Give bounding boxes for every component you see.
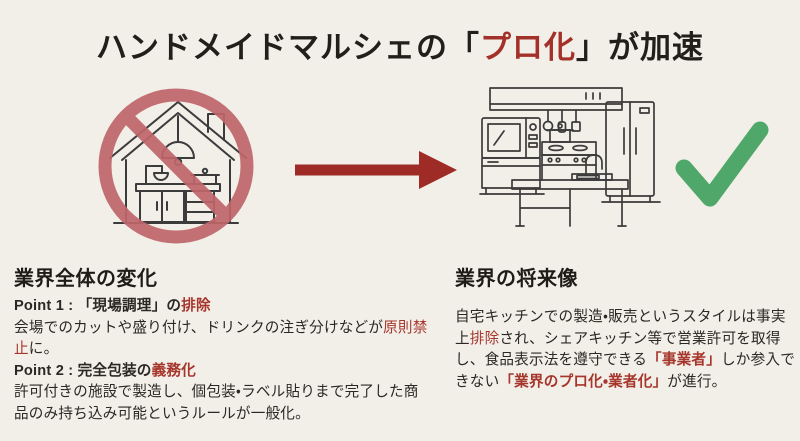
accent-text: 「業界のプロ化・業者化」 (499, 373, 668, 390)
section-industry-future: 業界の将来像 自宅キッチンでの製造・販売というスタイルは事実上排除され、シェアキ… (455, 262, 795, 393)
text-line: 自宅キッチンでの製造・販売というスタイルは事実上排除され、シェアキッチン等で営業… (455, 307, 795, 393)
plain-text: され、シェアキッチン等で営業許可を取得し、食品表示法を遵守できる (455, 330, 781, 369)
section-industry-changes: 業界全体の変化 Point 1 : 「現場調理」の排除会場でのカットや盛り付け、… (14, 262, 430, 425)
plain-text: Point 2 : 完全包装の (14, 362, 152, 379)
plain-text: が進行。 (667, 373, 727, 390)
plain-text: 許可付きの施設で製造し、個包装・ラベル貼りまで完了した商品のみ持ち込み可能という… (14, 384, 419, 422)
commercial-kitchen-icon (474, 84, 668, 250)
accent-text: 義務化 (151, 362, 196, 379)
plain-text: しか参入できない (455, 352, 795, 390)
right-section-body: 自宅キッチンでの製造・販売というスタイルは事実上排除され、シェアキッチン等で営業… (455, 307, 795, 393)
checkmark-icon (674, 118, 769, 213)
accent-text: 原則禁止 (14, 319, 428, 358)
left-section-heading: 業界全体の変化 (14, 268, 158, 290)
right-section-heading: 業界の将来像 (455, 268, 578, 290)
title-highlight: プロ化 (480, 30, 576, 65)
plain-text: 会場でのカットや盛り付け、ドリンクの注ぎ分けなどが (14, 319, 384, 336)
plain-text: Point 1 : 「現場調理」の (14, 298, 182, 314)
accent-text: 「事業者」 (647, 352, 722, 368)
title-pre: ハンドメイドマルシェの「 (96, 30, 480, 65)
title-post: 」が加速 (576, 30, 704, 65)
plain-text: 自宅キッチンでの製造・販売というスタイルは事実上 (455, 309, 786, 347)
home-kitchen-prohibited-icon (86, 76, 266, 256)
text-line: Point 1 : 「現場調理」の排除 (14, 296, 430, 318)
left-section-body: Point 1 : 「現場調理」の排除会場でのカットや盛り付け、ドリンクの注ぎ分… (14, 296, 430, 425)
plain-text: に。 (28, 341, 59, 357)
accent-text: 排除 (181, 298, 211, 314)
accent-text: 排除 (469, 330, 500, 347)
text-line: 会場でのカットや盛り付け、ドリンクの注ぎ分けなどが原則禁止に。 (14, 318, 430, 361)
text-line: Point 2 : 完全包装の義務化 (14, 361, 430, 383)
arrow-right-icon (292, 148, 460, 192)
text-line: 許可付きの施設で製造し、個包装・ラベル貼りまで完了した商品のみ持ち込み可能という… (14, 382, 430, 425)
page-title: ハンドメイドマルシェの「プロ化」が加速 (0, 22, 800, 67)
